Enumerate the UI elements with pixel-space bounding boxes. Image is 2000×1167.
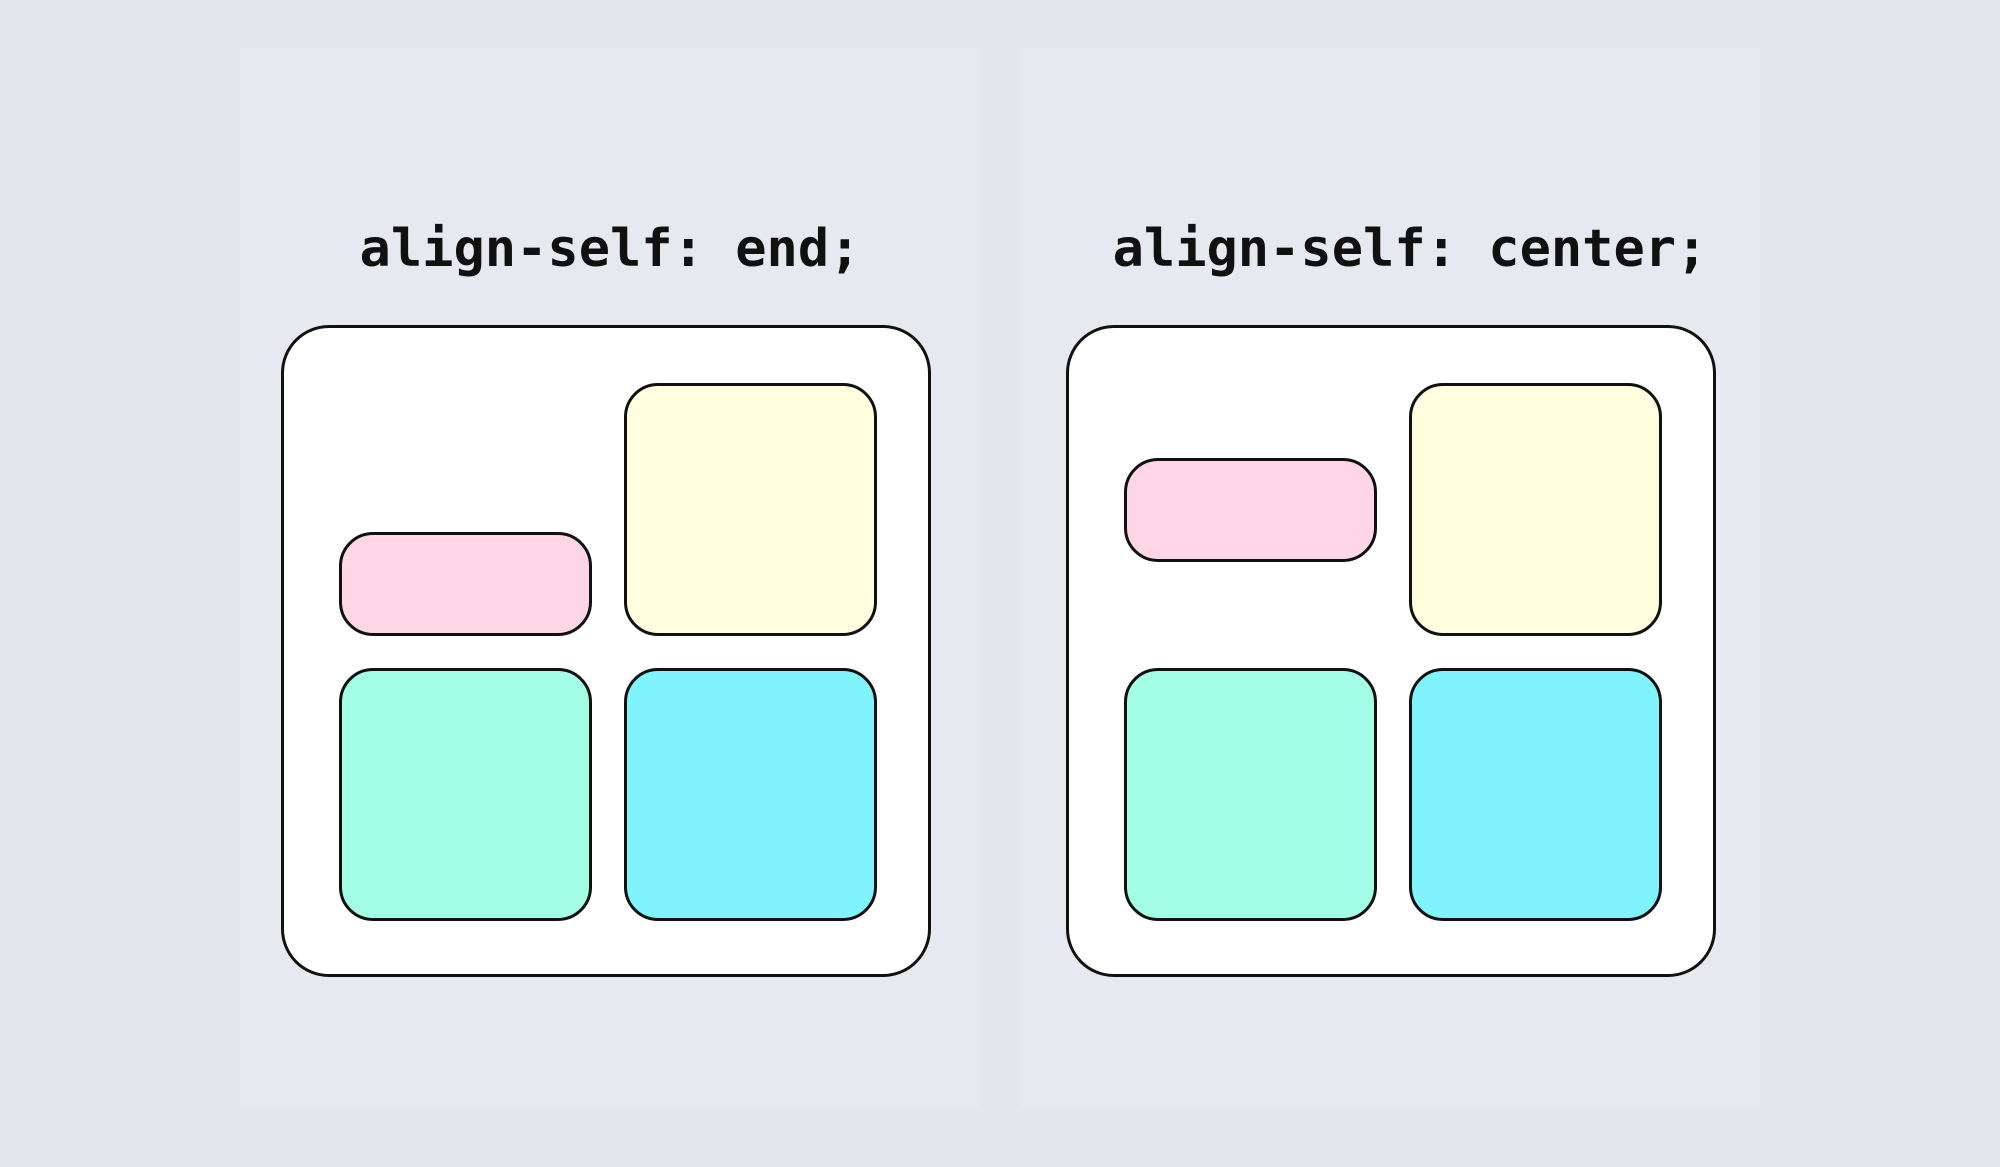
- pink-item-aligned-end: [339, 532, 592, 636]
- caption-align-self-end: align-self: end;: [359, 219, 861, 279]
- grid-container-center: [1066, 325, 1716, 977]
- mint-item: [339, 668, 592, 921]
- mint-item: [1124, 668, 1377, 921]
- yellow-item: [624, 383, 877, 636]
- cyan-item: [1409, 668, 1662, 921]
- grid-container-end: [281, 325, 931, 977]
- caption-align-self-center: align-self: center;: [1112, 219, 1708, 279]
- yellow-item: [1409, 383, 1662, 636]
- pink-item-aligned-center: [1124, 458, 1377, 562]
- cyan-item: [624, 668, 877, 921]
